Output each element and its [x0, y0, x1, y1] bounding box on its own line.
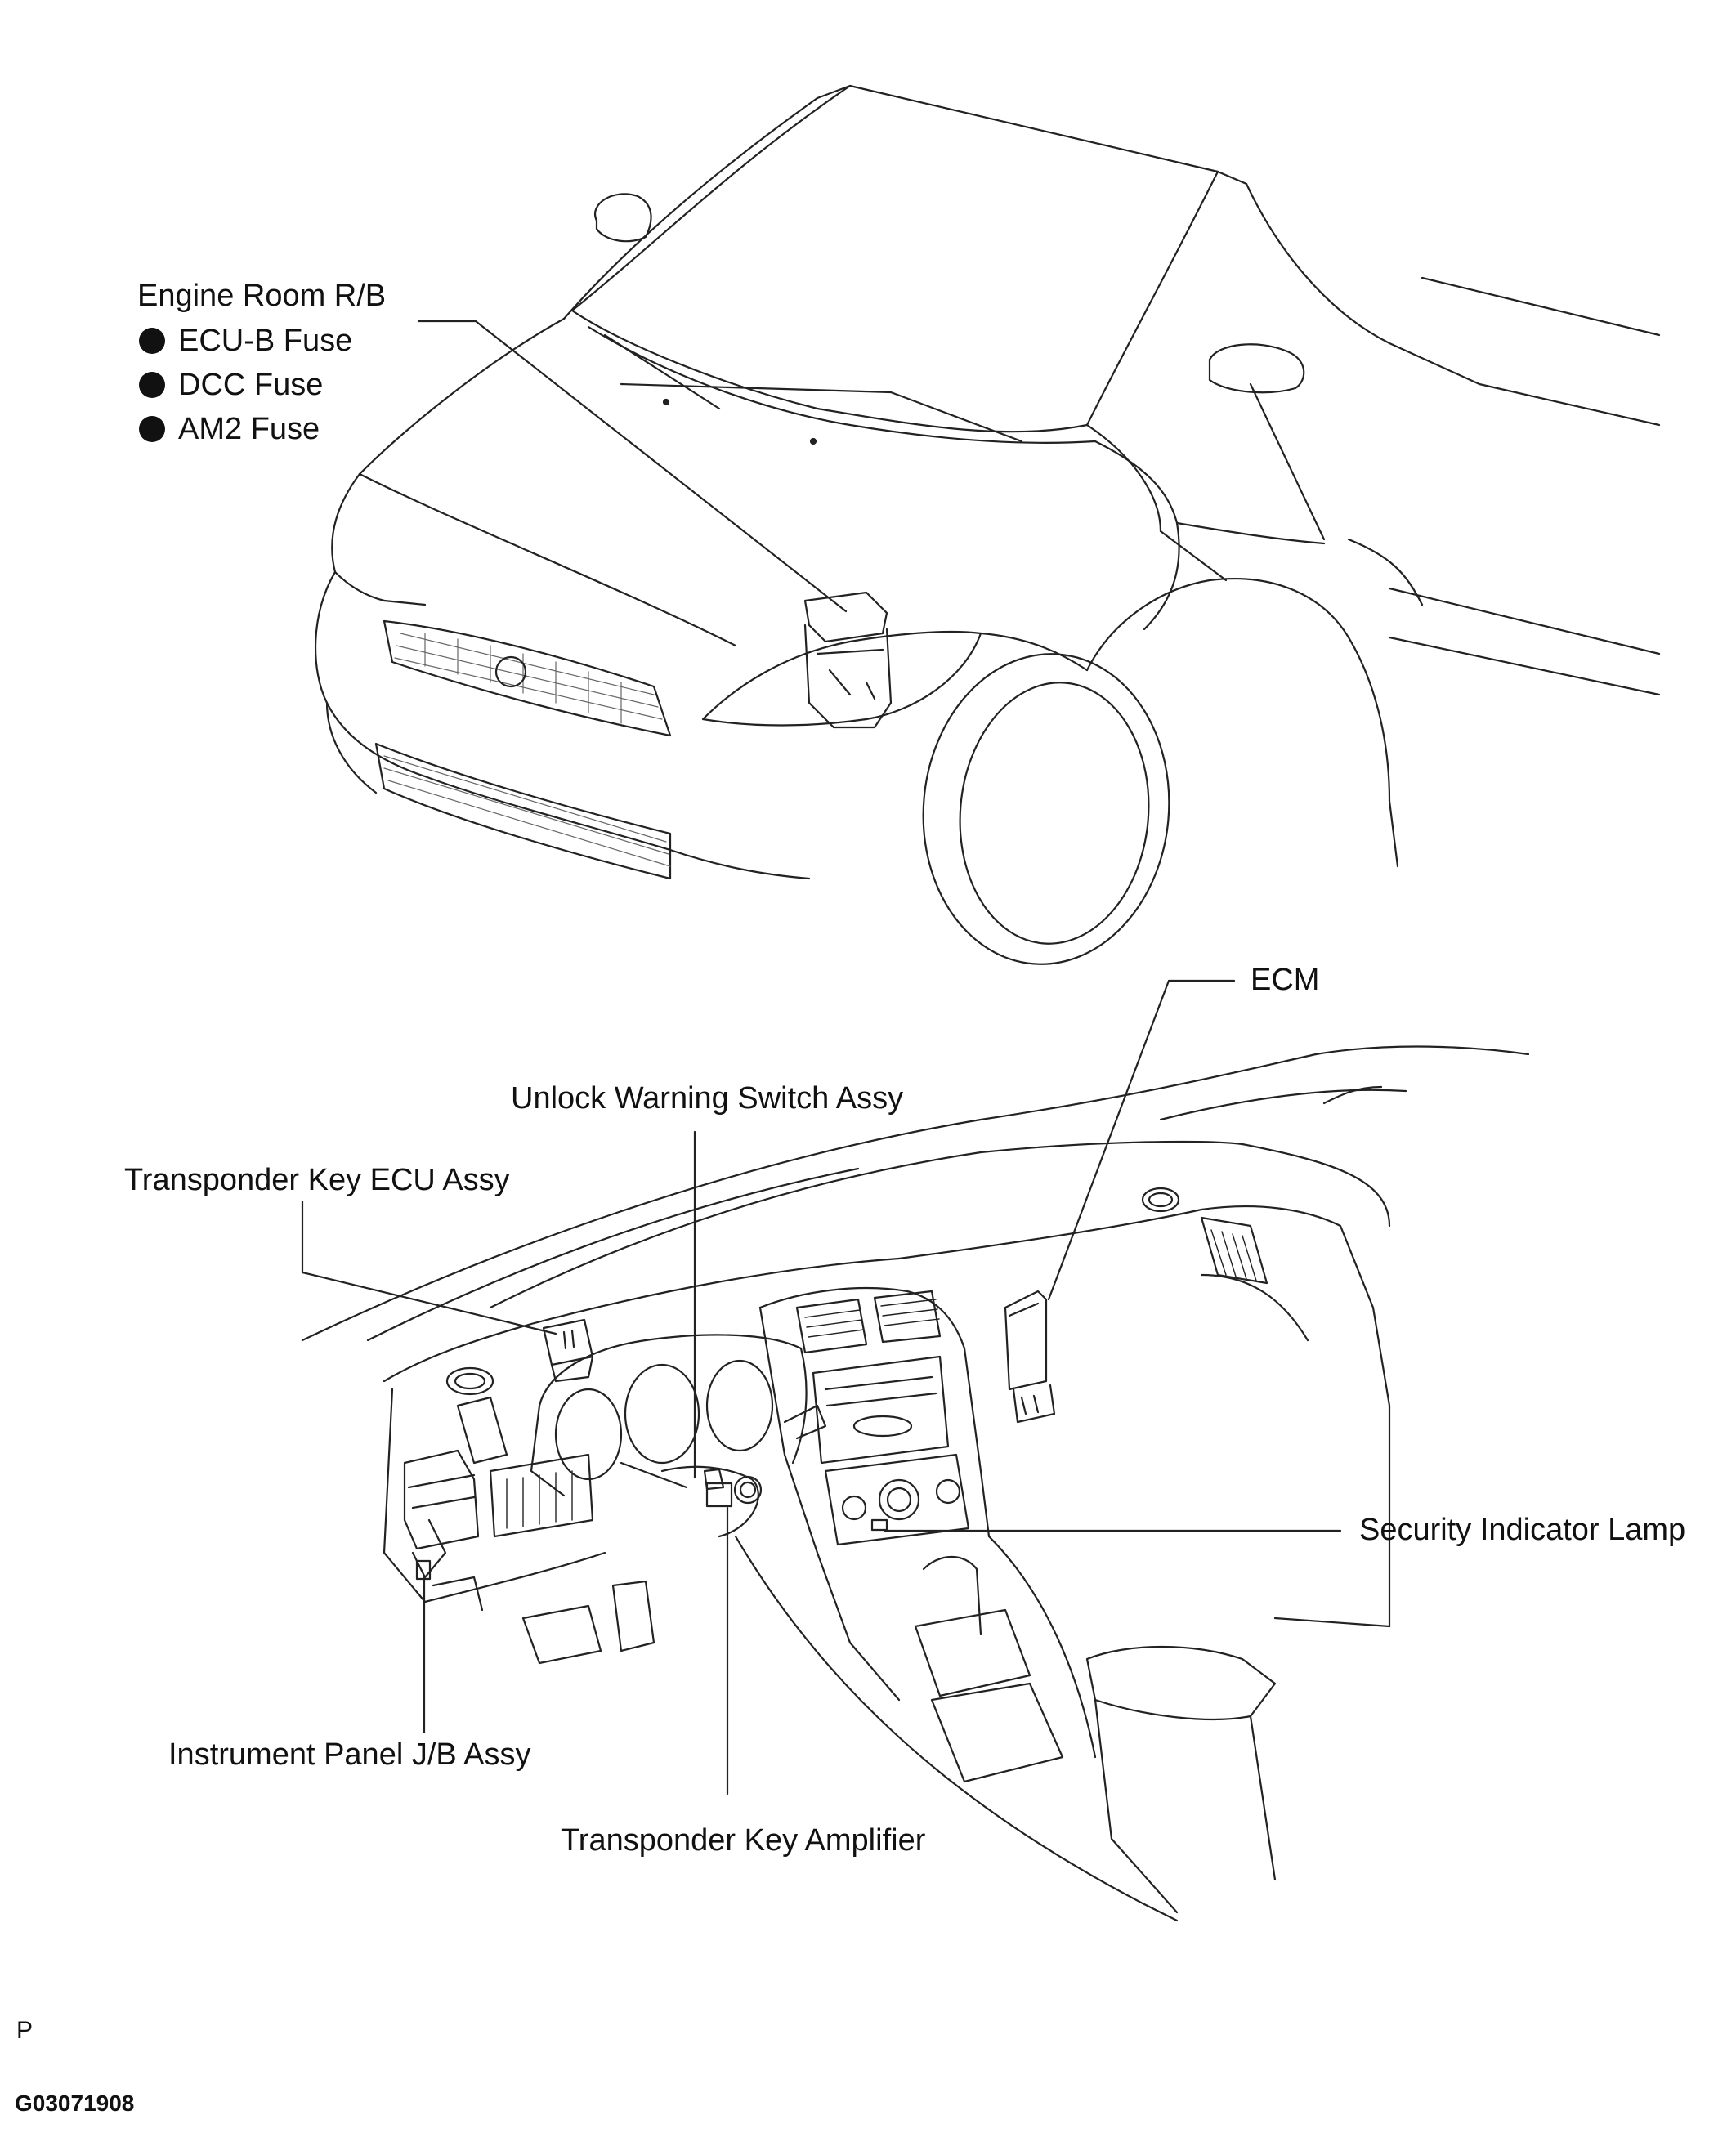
- transponder-key-amplifier-label: Transponder Key Amplifier: [561, 1823, 926, 1858]
- bullet-icon: [139, 328, 165, 354]
- transponder-key-ecu-label: Transponder Key ECU Assy: [124, 1163, 510, 1197]
- engine-room-rb-box: [803, 591, 893, 729]
- instrument-panel-jb-label: Instrument Panel J/B Assy: [168, 1737, 531, 1772]
- engine-room-rb-label: Engine Room R/B: [137, 279, 387, 313]
- unlock-warning-switch-label: Unlock Warning Switch Assy: [511, 1081, 904, 1116]
- security-indicator-lamp-label: Security Indicator Lamp: [1359, 1513, 1686, 1547]
- instrument-panel-jb-box: [403, 1449, 480, 1581]
- figure-code: G03071908: [15, 2091, 135, 2116]
- fuse-label: ECU-B Fuse: [178, 324, 353, 358]
- ecm-leader-line: [1047, 979, 1236, 1301]
- transponder-key-ecu-box: [542, 1318, 594, 1383]
- ecm-label: ECM: [1251, 963, 1320, 997]
- transponder-key-amplifier-part: [703, 1468, 763, 1508]
- bullet-icon: [139, 372, 165, 398]
- engine-room-leader-line: [417, 320, 848, 613]
- fuse-item-dcc: DCC Fuse: [139, 369, 323, 400]
- car-front-illustration: [314, 84, 1661, 965]
- section-letter: P: [16, 2017, 34, 2044]
- fuse-item-ecu-b: ECU-B Fuse: [139, 325, 352, 356]
- fuse-item-am2: AM2 Fuse: [139, 414, 320, 445]
- bullet-icon: [139, 416, 165, 442]
- fuse-label: DCC Fuse: [178, 368, 324, 402]
- transponder-key-ecu-leader-line: [301, 1200, 557, 1335]
- dashboard-illustration: [301, 1045, 1530, 1922]
- ecm-box: [1004, 1290, 1056, 1424]
- fuse-label: AM2 Fuse: [178, 412, 320, 446]
